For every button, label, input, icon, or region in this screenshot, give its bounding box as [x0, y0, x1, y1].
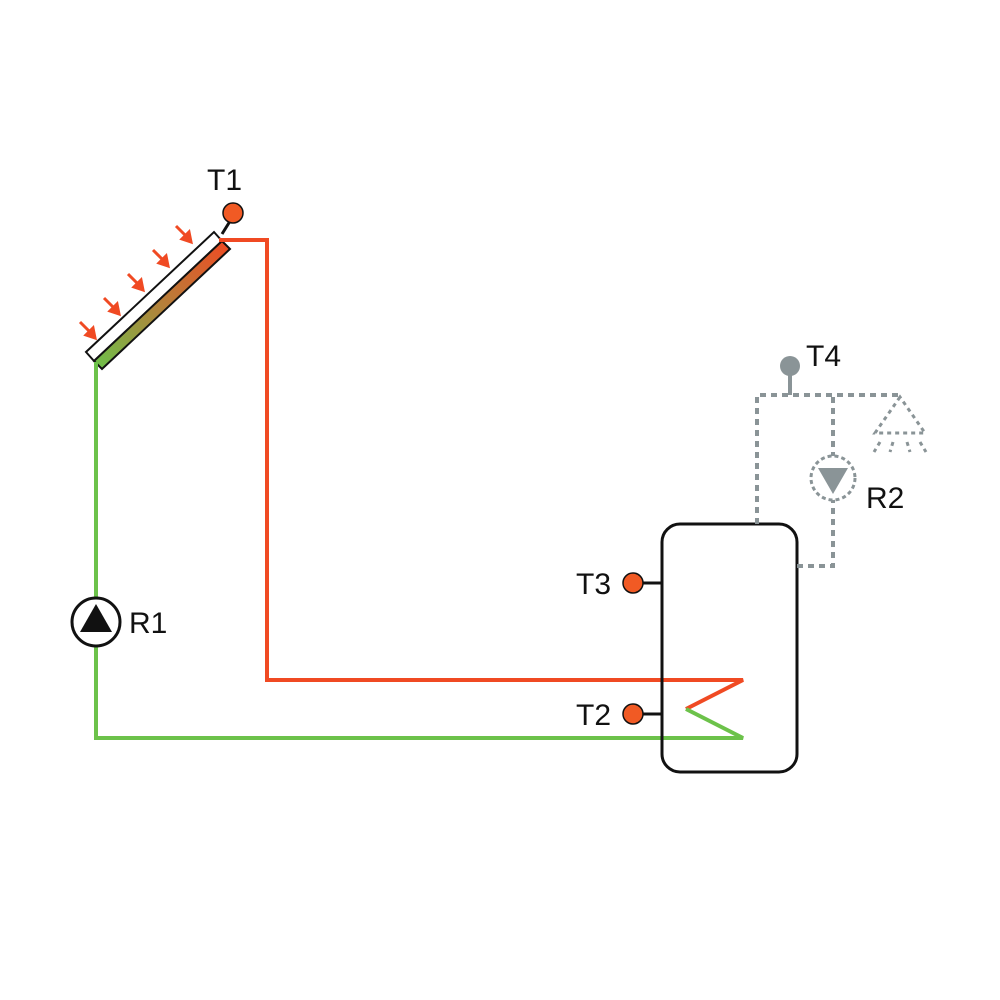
- cold-pipe: [94, 362, 744, 740]
- label-t3: T3: [576, 568, 611, 601]
- sun-rays-icon: [78, 224, 193, 341]
- label-t2: T2: [576, 699, 611, 732]
- sensor-t4: [780, 356, 800, 395]
- hot-pipe: [219, 238, 744, 711]
- storage-tank-icon: [660, 522, 799, 774]
- pump-r2: [809, 454, 857, 502]
- secondary-loop: [755, 393, 900, 568]
- pump-icon: [80, 604, 112, 632]
- sensor-t1: [220, 202, 244, 235]
- label-t1: T1: [207, 164, 242, 197]
- label-t4: T4: [806, 340, 841, 373]
- shower-icon: [872, 394, 928, 453]
- sensor-t2: [622, 703, 662, 725]
- sensor-t3: [622, 572, 662, 594]
- label-r1: R1: [129, 607, 167, 640]
- pump-icon: [818, 468, 848, 494]
- label-r2: R2: [866, 482, 904, 515]
- pump-r1: [70, 596, 122, 648]
